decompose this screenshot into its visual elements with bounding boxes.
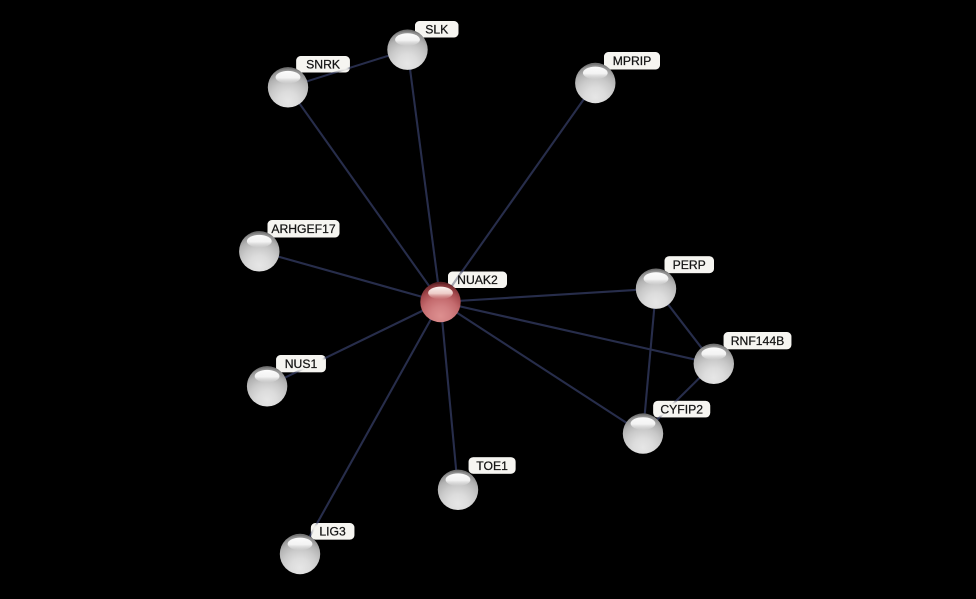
svg-text:NUS1: NUS1 (285, 357, 318, 371)
svg-text:PERP: PERP (673, 258, 706, 272)
svg-text:TOE1: TOE1 (476, 459, 508, 473)
svg-text:ARHGEF17: ARHGEF17 (271, 222, 336, 236)
svg-text:RNF144B: RNF144B (731, 334, 785, 348)
svg-text:SLK: SLK (425, 23, 448, 37)
svg-text:NUAK2: NUAK2 (457, 273, 498, 287)
svg-text:SNRK: SNRK (306, 58, 340, 72)
svg-text:MPRIP: MPRIP (613, 54, 652, 68)
svg-text:LIG3: LIG3 (319, 525, 346, 539)
svg-text:CYFIP2: CYFIP2 (660, 403, 703, 417)
